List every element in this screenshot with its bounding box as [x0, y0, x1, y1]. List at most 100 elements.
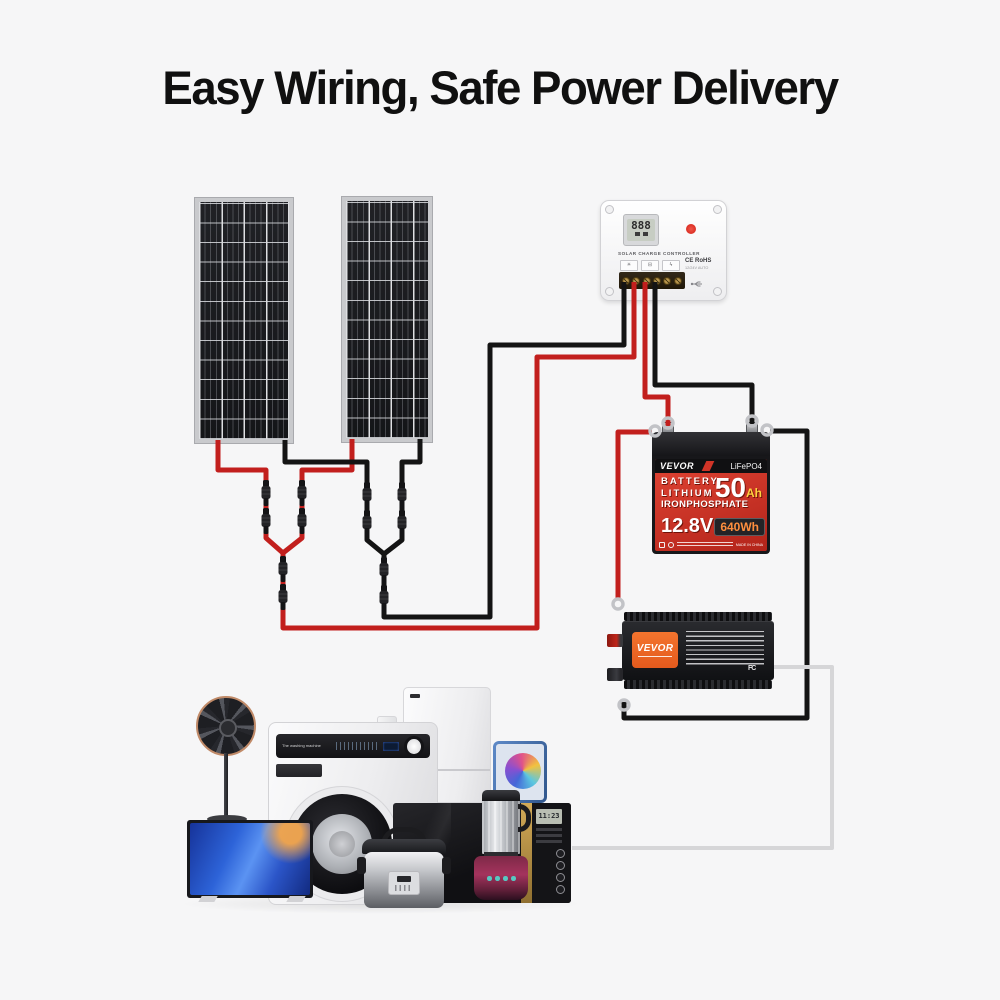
- battery-fine-print: [677, 542, 733, 548]
- capacity-value: 50: [714, 472, 746, 503]
- battery-brand-strip: VEVOR LiFePO4: [655, 459, 767, 473]
- pv-terminal-icon: ☀: [620, 260, 638, 271]
- solar-panel-2: [341, 196, 433, 443]
- blender-base: [474, 856, 528, 900]
- battery-chemistry: LiFePO4: [730, 461, 762, 471]
- rice-cooker: [357, 827, 451, 911]
- brand-slash: [701, 461, 715, 471]
- panel1-negative-wire: [282, 440, 386, 556]
- brand-logo: VEVOR: [660, 461, 695, 471]
- rice-cooker-buttons: [395, 885, 413, 891]
- blender-jar: [482, 798, 520, 854]
- microwave-knob: [556, 861, 565, 870]
- battery-inverter-positive-wire: [615, 429, 652, 600]
- blender-handle: [518, 804, 531, 832]
- battery-line3: IRONPHOSPHATE: [661, 499, 749, 510]
- terminal-screw: [622, 276, 631, 285]
- terminal-block: [619, 272, 685, 289]
- controller-lcd: 888: [623, 214, 659, 246]
- brand-logo: VEVOR: [636, 642, 674, 654]
- washer-control-panel: The washing machine: [276, 734, 430, 758]
- washer-detergent-drawer: [276, 764, 322, 777]
- microwave-control-panel: 11:23: [532, 803, 571, 903]
- controller-label: SOLAR CHARGE CONTROLLER: [618, 251, 700, 256]
- blender-buttons: [487, 876, 517, 881]
- washer-knob: [404, 735, 424, 757]
- fridge-door-split: [404, 769, 490, 771]
- controller-lcd-icons: [627, 232, 655, 236]
- pedestal-fan: [196, 696, 256, 756]
- controller-lcd-screen: 888: [627, 219, 655, 241]
- power-inverter: VEVOR FC: [607, 612, 774, 689]
- panel2-negative-wire: [382, 439, 423, 556]
- capacity-unit: Ah: [746, 486, 762, 500]
- inverter-spec-text: [686, 631, 764, 665]
- blender-button: [495, 876, 500, 881]
- screw-hole: [605, 205, 614, 214]
- solar-charge-controller: 888 SOLAR CHARGE CONTROLLER CE RoHS 12/2…: [600, 200, 727, 301]
- inverter-negative-terminal: [607, 668, 623, 681]
- inverter-positive-terminal: [607, 634, 623, 647]
- rice-cooker-lid: [362, 839, 446, 854]
- blender-button: [487, 876, 492, 881]
- ac-output-wire: [572, 665, 834, 850]
- panel2-positive-wire: [281, 439, 355, 555]
- warning-icon: [659, 542, 665, 548]
- blender-collar: [484, 852, 518, 858]
- screw-hole: [713, 287, 722, 296]
- inverter-fins-top: [624, 612, 772, 621]
- tablet-wallpaper: [505, 753, 541, 789]
- battery-energy-badge: 640Wh: [714, 517, 765, 536]
- rice-cooker-grip-right: [442, 857, 451, 874]
- sun-icon: [634, 232, 640, 236]
- fcc-mark: FC: [748, 665, 756, 672]
- controller-mode: 12/24V AUTO: [685, 266, 709, 270]
- status-led: [686, 224, 696, 234]
- fan-pole: [224, 753, 228, 821]
- washer-label: The washing machine: [282, 743, 321, 749]
- rice-cooker-grip-left: [357, 857, 366, 874]
- washer-button-row: [335, 742, 378, 750]
- microwave-knob: [556, 849, 565, 858]
- fan-base: [207, 815, 247, 823]
- battery-terminal-icon: ⊟: [641, 260, 659, 271]
- blender: [474, 790, 531, 900]
- terminal-labels: ☀ ⊟ ϟ: [620, 260, 680, 271]
- microwave-knob: [556, 885, 565, 894]
- screw-hole: [713, 205, 722, 214]
- rice-cooker-handle: [381, 827, 427, 845]
- battery-footer: MADE IN CHINA: [659, 542, 763, 548]
- blender-button: [503, 876, 508, 881]
- microwave-clock: 11:23: [536, 809, 562, 824]
- page-title: Easy Wiring, Safe Power Delivery: [162, 61, 839, 114]
- terminal-screw: [642, 276, 651, 285]
- pv-positive-trunk-wire: [280, 282, 637, 631]
- controller-battery-negative-wire: [652, 282, 755, 424]
- microwave-button: [536, 834, 562, 837]
- battery-voltage: 12.8V: [661, 515, 714, 537]
- screw-hole: [605, 287, 614, 296]
- terminal-screw: [653, 276, 662, 285]
- terminal-screw: [673, 276, 682, 285]
- microwave-gold-trim: [521, 803, 532, 903]
- rice-cooker-panel: [388, 871, 420, 895]
- inverter-fins-bottom: [624, 680, 772, 689]
- microwave-button: [536, 828, 562, 831]
- battery-body: VEVOR LiFePO4 BATTERY LITHIUM IRONPHOSPH…: [652, 456, 770, 554]
- washer-drum-hub: [329, 831, 355, 857]
- terminal-screw: [663, 276, 672, 285]
- blender-jar-ribs: [482, 798, 520, 854]
- controller-cert: CE RoHS: [685, 258, 712, 264]
- controller-lcd-value: 888: [631, 219, 651, 232]
- mc4-connectors: [261, 479, 407, 612]
- washer-display: [382, 741, 400, 751]
- blender-lid: [482, 790, 520, 801]
- recycle-icon: [668, 542, 674, 548]
- fridge-logo: [410, 694, 420, 698]
- logo-underline: [638, 655, 672, 658]
- battery-icon: [642, 232, 648, 236]
- battery-origin: MADE IN CHINA: [735, 543, 763, 547]
- usb-icon: [690, 275, 704, 293]
- controller-battery-positive-wire: [642, 282, 671, 426]
